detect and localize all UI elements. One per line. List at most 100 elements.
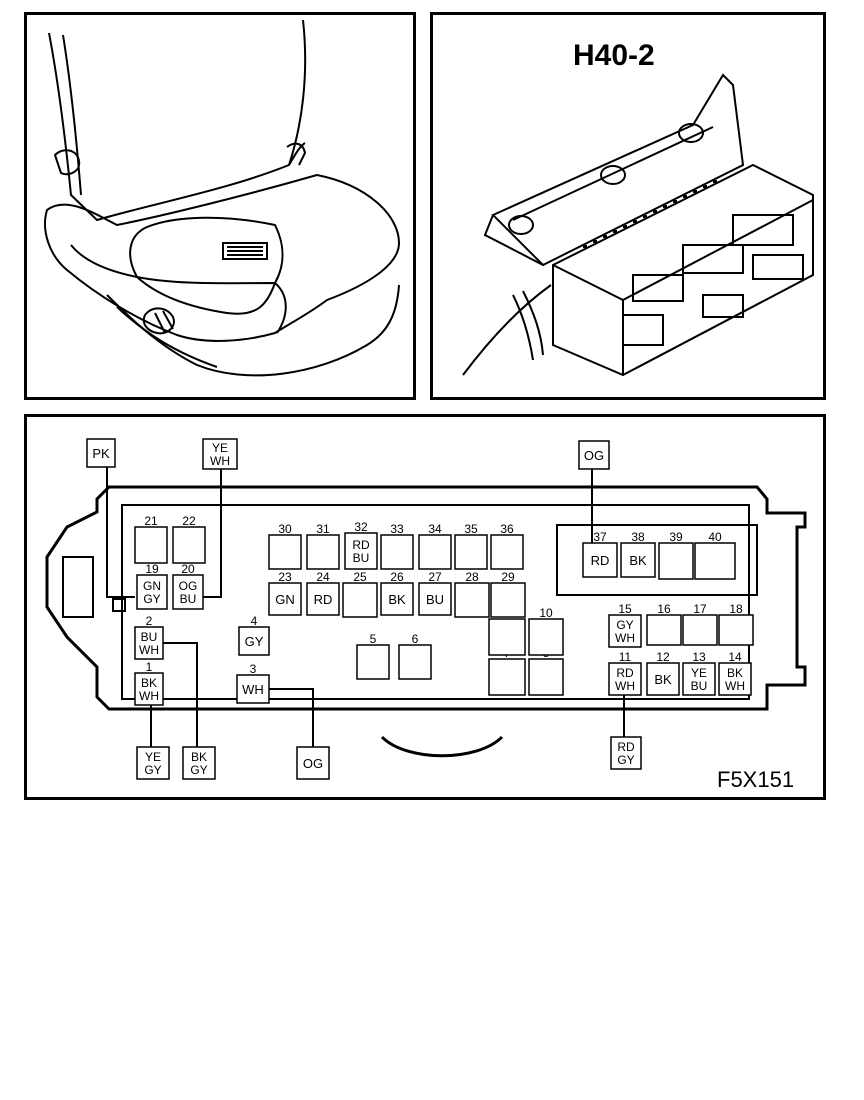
pin-cell [658, 542, 694, 580]
pin-wire-color: RD [314, 592, 333, 607]
pin-cell [134, 526, 168, 564]
pin-number: 12 [656, 650, 670, 664]
pin-number: 24 [316, 570, 330, 584]
seat-illustration-panel [24, 12, 416, 400]
pin-wire-color: BU [691, 679, 708, 693]
pin-number: 20 [181, 562, 195, 576]
pin-wire-color: GY [616, 618, 633, 632]
pin-cell [682, 614, 718, 646]
connector-drawing: H40-2 [462, 39, 814, 377]
pin-number: 3 [250, 662, 257, 676]
pin-cell [380, 534, 414, 570]
pin-wire-color: BU [141, 630, 158, 644]
pin-number: 19 [145, 562, 159, 576]
external-wire-color: PK [92, 446, 110, 461]
pin-number: 27 [428, 570, 442, 584]
pin-cell [306, 582, 340, 616]
pin-wire-color: RD [352, 538, 370, 552]
pin-number: 25 [353, 570, 367, 584]
pin-cell [344, 532, 378, 570]
pin-cell [136, 574, 168, 610]
pin-number: 33 [390, 522, 404, 536]
bottom-lock [380, 735, 504, 758]
pin-wire-color: BK [141, 676, 157, 690]
pin-cell [418, 534, 452, 570]
pin-cell [718, 662, 752, 696]
pin-cell [134, 626, 164, 660]
pin-cell [490, 582, 526, 618]
pin-number: 22 [182, 514, 196, 528]
pin-wire-color: WH [725, 679, 745, 693]
external-wire-color: RD [617, 740, 635, 754]
pin-cell [682, 662, 716, 696]
external-wire-color: YE [212, 441, 228, 455]
pin-number: 6 [412, 632, 419, 646]
pin-cell [528, 618, 564, 656]
pin-number: 38 [631, 530, 645, 544]
figure-code: F5X151 [717, 767, 794, 792]
pin-cell [418, 582, 452, 616]
pin-number: 34 [428, 522, 442, 536]
pin-cell [236, 674, 270, 704]
pin-cell [306, 534, 340, 570]
pin-number: 1 [146, 660, 153, 674]
pin-number: 37 [593, 530, 607, 544]
pin-number: 14 [728, 650, 742, 664]
pin-cell [488, 658, 526, 696]
external-wire-box [202, 438, 238, 470]
connector-housing [45, 485, 807, 711]
pin-number: 32 [354, 520, 368, 534]
pin-layout-panel: 1BKWH2BUWH3WH4GY567891011RDWH12BK13YEBU1… [24, 414, 826, 800]
pin-wire-color: GN [143, 579, 161, 593]
pin-wire-color: WH [615, 631, 635, 645]
pin-cell [172, 526, 206, 564]
pin-cell [268, 582, 302, 616]
pin-cell [490, 534, 524, 570]
connector-title: H40-2 [573, 39, 655, 72]
pin-wire-color: GY [143, 592, 160, 606]
pin-cell [646, 614, 682, 646]
pin-cell [134, 672, 164, 706]
pin-number: 31 [316, 522, 330, 536]
pin-number: 11 [619, 650, 632, 664]
pin-number: 15 [618, 602, 632, 616]
pin-layout-diagram: 1BKWH2BUWH3WH4GY567891011RDWH12BK13YEBU1… [45, 438, 807, 792]
external-wire-box [182, 746, 216, 780]
external-wire-color: GY [190, 763, 207, 777]
pin-number: 40 [708, 530, 722, 544]
pin-wire-color: WH [242, 682, 264, 697]
pin-wire-color: BK [629, 553, 647, 568]
external-wire-color: GY [144, 763, 161, 777]
pin-number: 35 [464, 522, 478, 536]
pin-cell [268, 534, 302, 570]
pin-wire-color: GY [245, 634, 264, 649]
pin-group-outline [556, 524, 758, 596]
pin-wire-color: BU [353, 551, 370, 565]
pin-number: 36 [500, 522, 514, 536]
pin-wire-color: BK [727, 666, 743, 680]
pin-number: 5 [370, 632, 377, 646]
seat-drawing [44, 19, 401, 377]
external-wire-box [578, 440, 610, 470]
pin-wire-color: RD [616, 666, 634, 680]
key-notch [112, 598, 126, 612]
external-wire-color: GY [617, 753, 634, 767]
pin-wire-color: RD [591, 553, 610, 568]
pin-wire-color: YE [691, 666, 707, 680]
pin-number: 10 [539, 606, 553, 620]
pin-cells: 1BKWH2BUWH3WH4GY567891011RDWH12BK13YEBU1… [134, 514, 754, 706]
pin-cell [620, 542, 656, 578]
latch-slot [62, 556, 94, 618]
pin-number: 13 [692, 650, 706, 664]
pin-wire-color: BU [426, 592, 444, 607]
pin-number: 23 [278, 570, 292, 584]
external-wire-color: OG [584, 448, 604, 463]
pin-number: 2 [146, 614, 153, 628]
pin-wire-color: WH [615, 679, 635, 693]
pin-wire-color: BK [654, 672, 672, 687]
external-wire-box [296, 746, 330, 780]
pin-number: 4 [251, 614, 258, 628]
pin-number: 28 [465, 570, 479, 584]
pin-number: 18 [729, 602, 743, 616]
pin-cell [608, 614, 642, 648]
